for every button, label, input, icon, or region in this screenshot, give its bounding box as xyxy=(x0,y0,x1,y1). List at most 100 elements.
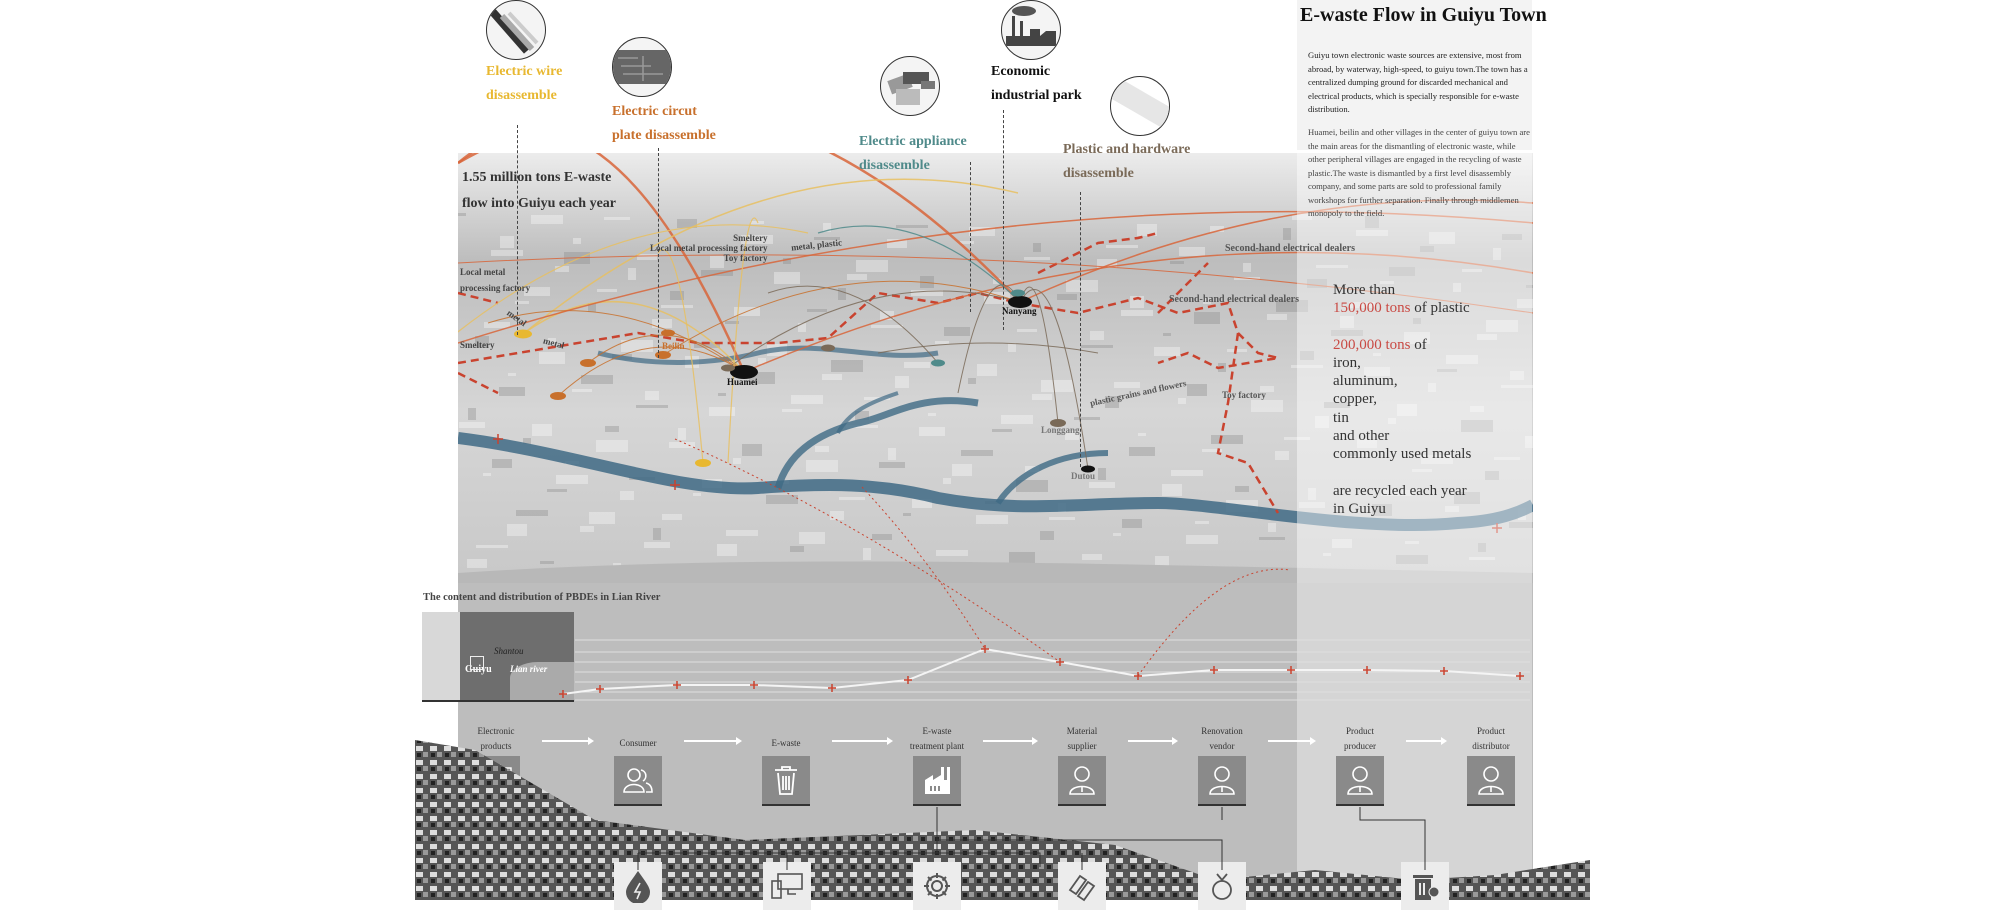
factory-icon xyxy=(1001,0,1061,60)
flow-step-factory-icon xyxy=(913,756,961,806)
inset-label-lian-river: Lian river xyxy=(510,664,548,674)
person-icon xyxy=(1478,766,1504,795)
map-label-longgang: Longgang xyxy=(1041,425,1080,435)
flow-step-person-icon xyxy=(1058,756,1106,806)
pbde-point xyxy=(828,684,836,692)
info-panel xyxy=(1297,0,1532,900)
lian-river xyxy=(458,432,1533,531)
flow-arc xyxy=(1019,199,1533,303)
person-icon xyxy=(1209,766,1235,795)
flow-arc xyxy=(727,290,1021,369)
river-link xyxy=(674,438,1061,663)
pbde-title: The content and distribution of PBDEs in… xyxy=(423,592,661,603)
material-devices-icon xyxy=(763,862,811,910)
flow-arc xyxy=(662,280,1021,356)
flow-arc xyxy=(877,342,1099,354)
flow-step-person-icon xyxy=(1467,756,1515,806)
map-label-beilin: Beilin xyxy=(662,341,685,351)
person-icon xyxy=(1347,766,1373,795)
pbde-point xyxy=(1440,667,1448,675)
location-node xyxy=(655,351,671,359)
pbde-point xyxy=(1287,666,1295,674)
recycling-stats: More than 150,000 tons of plastic 200,00… xyxy=(1333,282,1472,517)
factory-icon xyxy=(925,767,950,794)
map-label-dutou: Dutou xyxy=(1071,471,1096,481)
flow-arrow xyxy=(1268,737,1316,744)
flow-arc xyxy=(657,249,704,464)
flow-arc xyxy=(727,217,759,464)
pbde-line xyxy=(562,647,1521,695)
location-node xyxy=(550,392,566,400)
location-node xyxy=(931,359,945,367)
flow-step-label: Consumer xyxy=(619,738,657,748)
pbde-point xyxy=(750,681,758,689)
flow-arc xyxy=(458,224,809,333)
location-node xyxy=(661,329,675,337)
flow-arc xyxy=(522,300,745,373)
pbde-inset-map: Shantou Guiyu Lian river xyxy=(422,612,574,702)
pbde-point xyxy=(981,645,989,653)
flow-step-users-icon xyxy=(614,756,662,806)
circuit-board-icon xyxy=(612,37,672,97)
flow-step-trash-icon xyxy=(762,756,810,806)
flow-arc xyxy=(1019,289,1089,470)
flow-step-person-icon xyxy=(1336,756,1384,806)
flow-arrow xyxy=(832,737,893,744)
pbde-point xyxy=(1516,672,1524,680)
bag-icon xyxy=(1212,873,1232,900)
flow-step-label: E-waste xyxy=(771,738,801,748)
location-node xyxy=(580,359,596,367)
gear-icon xyxy=(924,873,950,899)
appliance-icon xyxy=(880,56,940,116)
flow-arrow xyxy=(684,737,742,744)
location-node xyxy=(1081,465,1095,473)
wire-icon xyxy=(486,0,546,60)
location-node xyxy=(721,364,735,372)
water-energy-icon xyxy=(626,871,650,903)
inset-label-shantou: Shantou xyxy=(494,646,524,656)
material-water-energy-icon xyxy=(614,862,662,910)
map-label-huamei: Huamei xyxy=(727,377,758,387)
page-title: E-waste Flow in Guiyu Town xyxy=(1300,4,1547,26)
location-node xyxy=(730,365,758,379)
pbde-point xyxy=(673,681,681,689)
flow-arc xyxy=(522,178,1019,335)
pbde-point xyxy=(596,685,604,693)
pbde-point xyxy=(904,676,912,684)
flow-arrow xyxy=(983,737,1038,744)
flow-arc xyxy=(458,254,1533,314)
material-bricks-icon xyxy=(1058,862,1106,910)
pbde-point xyxy=(1210,666,1218,674)
plastic-icon xyxy=(1110,76,1170,136)
location-node xyxy=(1050,419,1066,427)
pbde-point xyxy=(1363,666,1371,674)
flow-arc xyxy=(458,210,1533,344)
flow-arrow xyxy=(1406,737,1447,744)
flow-arrow xyxy=(1128,737,1178,744)
map-label-smeltery: Smeltery xyxy=(460,340,495,350)
map-label-dealers: Second-hand electrical dealers xyxy=(1169,294,1299,305)
flow-arc xyxy=(767,285,939,364)
pbde-point xyxy=(559,690,567,698)
pointer-line xyxy=(658,148,659,358)
flow-arc xyxy=(487,310,745,373)
person-icon xyxy=(1069,766,1095,795)
flow-step-person-icon xyxy=(1198,756,1246,806)
aerial-map xyxy=(458,153,1533,583)
pointer-line xyxy=(517,125,518,335)
location-node xyxy=(1008,296,1032,308)
pointer-line xyxy=(1003,110,1004,330)
location-node xyxy=(821,344,835,352)
map-label-dealers: Second-hand electrical dealers xyxy=(1225,243,1355,254)
location-node xyxy=(514,329,532,339)
